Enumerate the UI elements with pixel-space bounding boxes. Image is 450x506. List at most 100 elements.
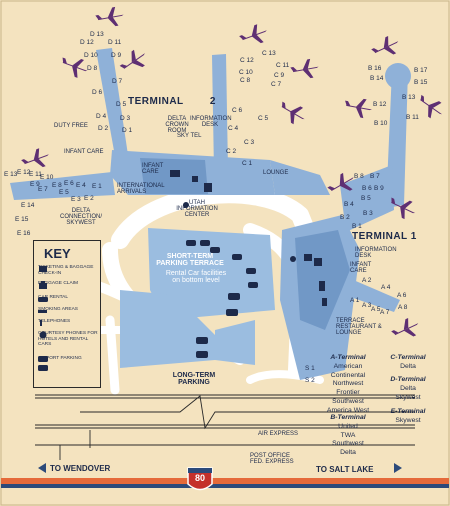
gate-s2: S 2 — [305, 377, 315, 384]
gate-d5: D 5 — [116, 101, 127, 108]
ticketing-icon — [39, 266, 47, 272]
b-airline-2: TWA — [340, 431, 356, 439]
short-term-parking-label: SHORT-TERM PARKING TERRACE — [145, 253, 235, 267]
gate-e8: E 8 — [52, 182, 62, 189]
gate-b16: B 16 — [368, 65, 382, 72]
a-airline-1: American — [333, 362, 363, 370]
gate-s1: S 1 — [305, 365, 315, 372]
gate-a3: A 3 — [362, 302, 372, 309]
gate-a8: A 8 — [398, 304, 408, 311]
delta-crown-room-label: DELTA CROWN ROOM — [165, 116, 189, 134]
c-airline-1: Delta — [400, 362, 416, 370]
gate-e6: E 6 — [64, 180, 74, 187]
gate-b2: B 2 — [340, 214, 350, 221]
gate-d7: D 7 — [112, 78, 123, 85]
delta-connection-label: DELTA CONNECTION/ SKYWEST — [60, 208, 102, 226]
a-airline-6: America West — [326, 406, 370, 414]
gate-e15: E 15 — [15, 216, 29, 223]
key-car-rental: CAR RENTAL — [38, 295, 68, 302]
gate-e7: E 7 — [38, 186, 48, 193]
gate-b3: B 3 — [363, 210, 373, 217]
gate-c9: C 9 — [274, 72, 285, 79]
c-terminal-list: C-Terminal Delta — [378, 354, 438, 372]
gate-b4: B 4 — [344, 201, 354, 208]
gate-a4: A 4 — [381, 284, 391, 291]
b-airline-3: Southwest — [332, 440, 364, 448]
arrow-left-icon — [38, 463, 46, 473]
gate-b1: B 1 — [352, 223, 362, 230]
gate-b9: B 9 — [374, 185, 384, 192]
long-term-parking — [120, 290, 215, 368]
terrace-restaurant-label: TERRACE RESTAURANT & LOUNGE — [336, 318, 382, 336]
long-term-line-2: PARKING — [178, 379, 210, 386]
rental-line-2: on bottom level — [172, 277, 220, 284]
to-salt-lake-label: TO SALT LAKE — [316, 465, 374, 474]
c-terminal-title: C-Terminal — [390, 354, 426, 361]
post-office-line-2: FED. EXPRESS — [250, 459, 294, 465]
lounge-label: LOUNGE — [263, 170, 289, 176]
gate-e13: E 13 — [4, 171, 18, 178]
key-airport-parking: AIRPORT PARKING — [38, 356, 100, 371]
a-airline-5: Southwest — [332, 398, 364, 406]
key-title: KEY — [44, 246, 71, 261]
gate-e9: E 9 — [30, 181, 40, 188]
gate-a7: A 7 — [380, 309, 390, 316]
key-smoking: SMOKING AREAS — [38, 307, 78, 313]
gate-d3: D 3 — [120, 115, 131, 122]
d-airline-2: Skywest — [395, 393, 421, 401]
gate-c4: C 4 — [228, 125, 239, 132]
courtesy-phone-icon — [39, 331, 47, 339]
gate-e4: E 4 — [76, 182, 86, 189]
long-term-parking-label: LONG-TERM PARKING — [164, 372, 224, 386]
e-terminal-title: E-Terminal — [390, 408, 426, 415]
gate-e11: E 11 — [29, 171, 42, 178]
b-airline-1: United — [338, 422, 358, 430]
gate-d8: D 8 — [87, 65, 98, 72]
gate-e10: E 10 — [40, 174, 54, 181]
key-telephones: TELEPHONES — [38, 319, 70, 326]
gate-a6: A 6 — [397, 292, 407, 299]
interstate-80-number: 80 — [194, 473, 205, 483]
d-terminal-list: D-Terminal Delta Skywest — [378, 376, 438, 402]
telephone-icon — [40, 320, 42, 326]
gate-b14: B 14 — [370, 75, 384, 82]
gate-a1: A 1 — [350, 297, 360, 304]
gate-d9: D 9 — [111, 52, 122, 59]
gate-e16: E 16 — [17, 230, 31, 237]
gate-c1: C 1 — [242, 160, 253, 167]
freeway-lines — [35, 394, 415, 460]
gate-e14: E 14 — [21, 202, 35, 209]
terminal-1-label: TERMINAL 1 — [352, 231, 417, 242]
b-terminal-list: B-Terminal United TWA Southwest Delta — [318, 414, 378, 458]
gate-b11: B 11 — [406, 114, 419, 121]
gate-c6: C 6 — [232, 107, 243, 114]
duty-free-label: DUTY FREE — [54, 123, 88, 129]
gate-b7: B 7 — [370, 173, 380, 180]
gate-b12: B 12 — [373, 101, 387, 108]
gate-e2: E 2 — [84, 195, 94, 202]
sky-tel-label: SKY TEL — [177, 133, 202, 139]
gate-d12: D 12 — [80, 39, 94, 46]
gate-c12: C 12 — [240, 57, 254, 64]
e-terminal-list: E-Terminal Skywest — [378, 408, 438, 426]
gate-d13: D 13 — [90, 31, 104, 38]
a-terminal-list: A-Terminal American Continental Northwes… — [318, 354, 378, 416]
information-desk-t2-label: INFORMATION DESK — [190, 116, 232, 128]
gate-b6: B 6 — [362, 185, 372, 192]
airplane-icons — [21, 6, 443, 337]
car-rental-icon — [38, 297, 48, 302]
gate-b8: B 8 — [354, 173, 364, 180]
terminal-2-label: TERMINAL 2 — [128, 96, 216, 107]
gate-c10: C 10 — [239, 69, 253, 76]
facility-icons — [170, 170, 327, 306]
gate-c2: C 2 — [226, 148, 237, 155]
gate-c13: C 13 — [262, 50, 276, 57]
gate-d4: D 4 — [96, 113, 107, 120]
gate-e1: E 1 — [92, 183, 102, 190]
key-baggage: BAGGAGE CLAIM — [38, 281, 78, 289]
air-express-label: AIR EXPRESS — [258, 431, 299, 437]
gate-e5: E 5 — [59, 189, 69, 196]
bottom-stripe — [1, 478, 449, 484]
key-ticketing: TICKETING & BAGGAGE CHECK-IN — [38, 265, 94, 276]
a-terminal-title: A-Terminal — [330, 354, 366, 361]
